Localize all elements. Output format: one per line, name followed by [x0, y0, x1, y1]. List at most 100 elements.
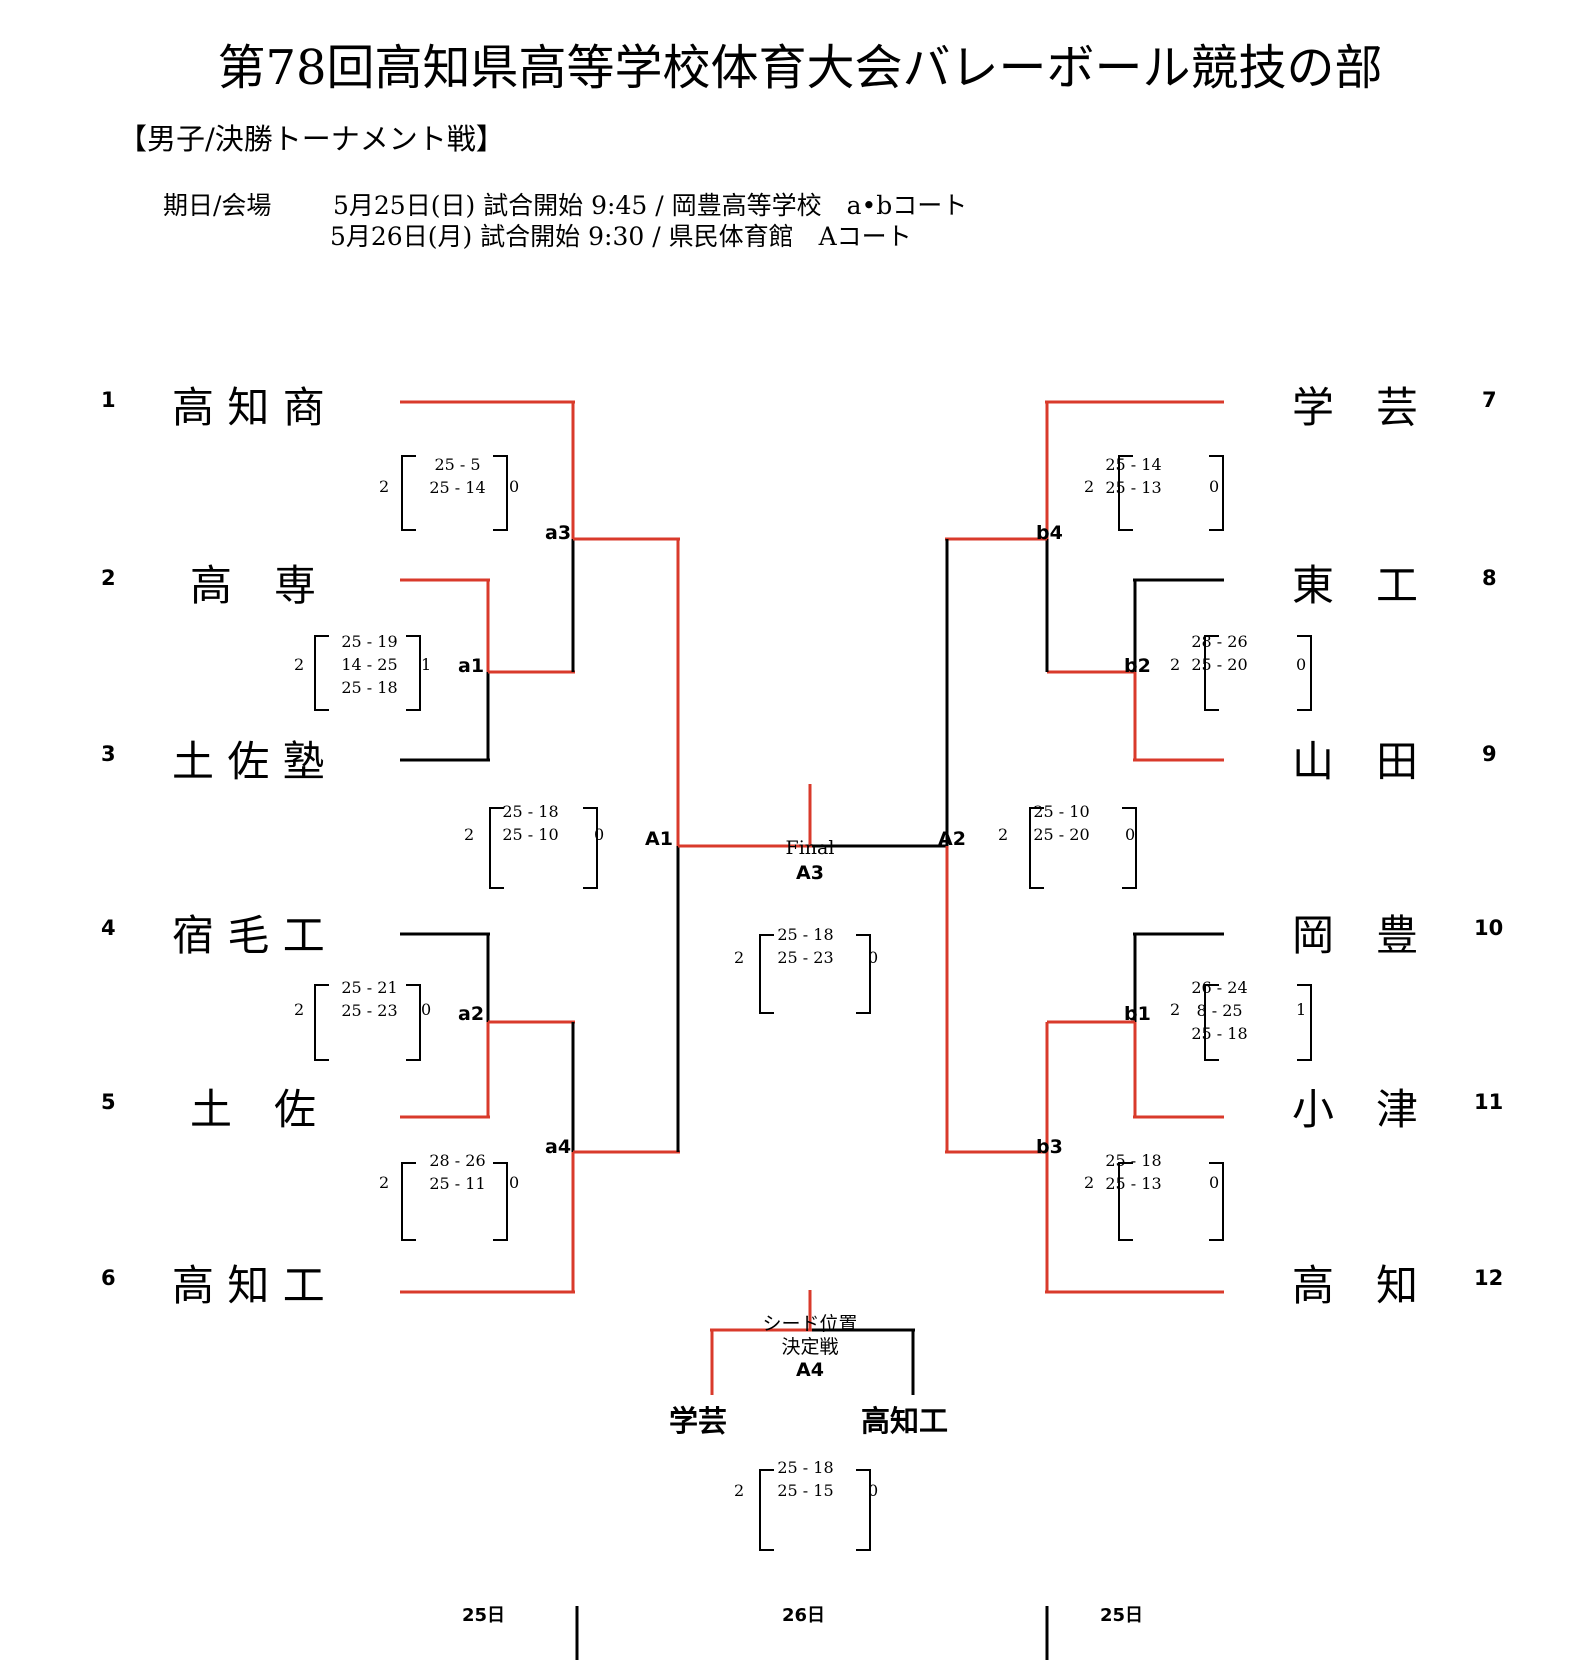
sets-won: 2 [1084, 1173, 1095, 1192]
sets-won: 2 [294, 1000, 305, 1019]
team-name: 高 知 [1292, 1261, 1419, 1310]
seed-decider-caption: シード位置 [762, 1313, 858, 1335]
sets-won: 2 [464, 825, 475, 844]
seed-decider-team-right: 高知工 [861, 1404, 949, 1438]
team-name: 高 専 [190, 561, 317, 610]
seed-number: 5 [101, 1090, 116, 1114]
sets-won: 2 [1170, 1000, 1181, 1019]
sets-won: 1 [421, 655, 432, 674]
score-bracket [1297, 635, 1312, 711]
sets-won: 2 [1084, 477, 1095, 496]
match-label: a1 [458, 655, 485, 677]
sets-won: 0 [1296, 655, 1307, 674]
score-bracket [401, 1162, 416, 1241]
score-bracket [406, 635, 421, 711]
match-label: b4 [1036, 522, 1063, 544]
seed-number: 11 [1474, 1090, 1504, 1114]
match-label: a4 [545, 1136, 572, 1158]
team-name: 小 津 [1292, 1085, 1419, 1134]
sets-won: 2 [379, 1173, 390, 1192]
sets-won: 0 [1209, 477, 1220, 496]
sets-won: 0 [509, 477, 520, 496]
match-label: a2 [458, 1003, 485, 1025]
score-bracket [1297, 984, 1312, 1061]
team-name: 高 知 工 [172, 1261, 325, 1310]
team-name: 学 芸 [1292, 383, 1419, 432]
tournament-subtitle: 【男子/決勝トーナメント戦】 [118, 122, 505, 156]
score-bracket [489, 807, 504, 889]
seed-number: 2 [101, 566, 116, 590]
sets-won: 2 [294, 655, 305, 674]
final-caption: Final [785, 837, 835, 859]
sets-won: 2 [734, 1481, 745, 1500]
score-bracket [493, 455, 508, 531]
score-bracket [1204, 984, 1219, 1061]
score-bracket [1118, 455, 1133, 531]
sets-won: 0 [868, 948, 879, 967]
team-name: 山 田 [1292, 737, 1419, 786]
seed-number: 10 [1474, 916, 1504, 940]
score-bracket [759, 1469, 774, 1551]
score-bracket [1118, 1162, 1133, 1241]
match-label: A1 [645, 828, 673, 850]
match-label: b1 [1124, 1003, 1151, 1025]
seed-number: 6 [101, 1266, 116, 1290]
score-bracket [759, 934, 774, 1014]
match-label: A4 [796, 1359, 824, 1381]
score-bracket [856, 1469, 871, 1551]
team-name: 高 知 商 [172, 383, 325, 432]
score-bracket [314, 635, 329, 711]
sets-won: 0 [1209, 1173, 1220, 1192]
score-bracket [401, 455, 416, 531]
score-bracket [314, 984, 329, 1061]
score-bracket [1209, 455, 1224, 531]
score-bracket [493, 1162, 508, 1241]
seed-number: 9 [1482, 742, 1497, 766]
day-label: 25日 [1100, 1605, 1144, 1626]
seed-decider-caption: 決定戦 [781, 1336, 839, 1358]
match-label: b3 [1036, 1136, 1063, 1158]
sets-won: 0 [509, 1173, 520, 1192]
team-name: 岡 豊 [1292, 911, 1419, 960]
seed-number: 12 [1474, 1266, 1504, 1290]
score-bracket [1122, 807, 1137, 889]
score-bracket [583, 807, 598, 889]
sets-won: 0 [421, 1000, 432, 1019]
page-title: 第78回高知県高等学校体育大会バレーボール競技の部 [217, 40, 1383, 96]
sets-won: 0 [868, 1481, 879, 1500]
sets-won: 0 [1125, 825, 1136, 844]
match-label: b2 [1124, 655, 1151, 677]
seed-decider-team-left: 学芸 [669, 1404, 728, 1438]
seed-number: 1 [101, 388, 116, 412]
score-bracket [1204, 635, 1219, 711]
team-name: 宿 毛 工 [172, 911, 325, 960]
seed-number: 3 [101, 742, 116, 766]
sets-won: 2 [1170, 655, 1181, 674]
match-label: a3 [545, 522, 572, 544]
score-bracket [406, 984, 421, 1061]
sets-won: 2 [734, 948, 745, 967]
schedule-day2: 5月26日(月) 試合開始 9:30 / 県民体育館 Aコート [330, 222, 912, 251]
score-bracket [1209, 1162, 1224, 1241]
day-label: 25日 [462, 1605, 506, 1626]
seed-number: 8 [1482, 566, 1497, 590]
match-label: A2 [938, 828, 966, 850]
schedule-label: 期日/会場 [163, 191, 272, 220]
sets-won: 1 [1296, 1000, 1307, 1019]
schedule-day1: 5月25日(日) 試合開始 9:45 / 岡豊高等学校 a•bコート [333, 191, 968, 220]
team-name: 土 佐 塾 [172, 737, 325, 786]
seed-number: 7 [1482, 388, 1497, 412]
